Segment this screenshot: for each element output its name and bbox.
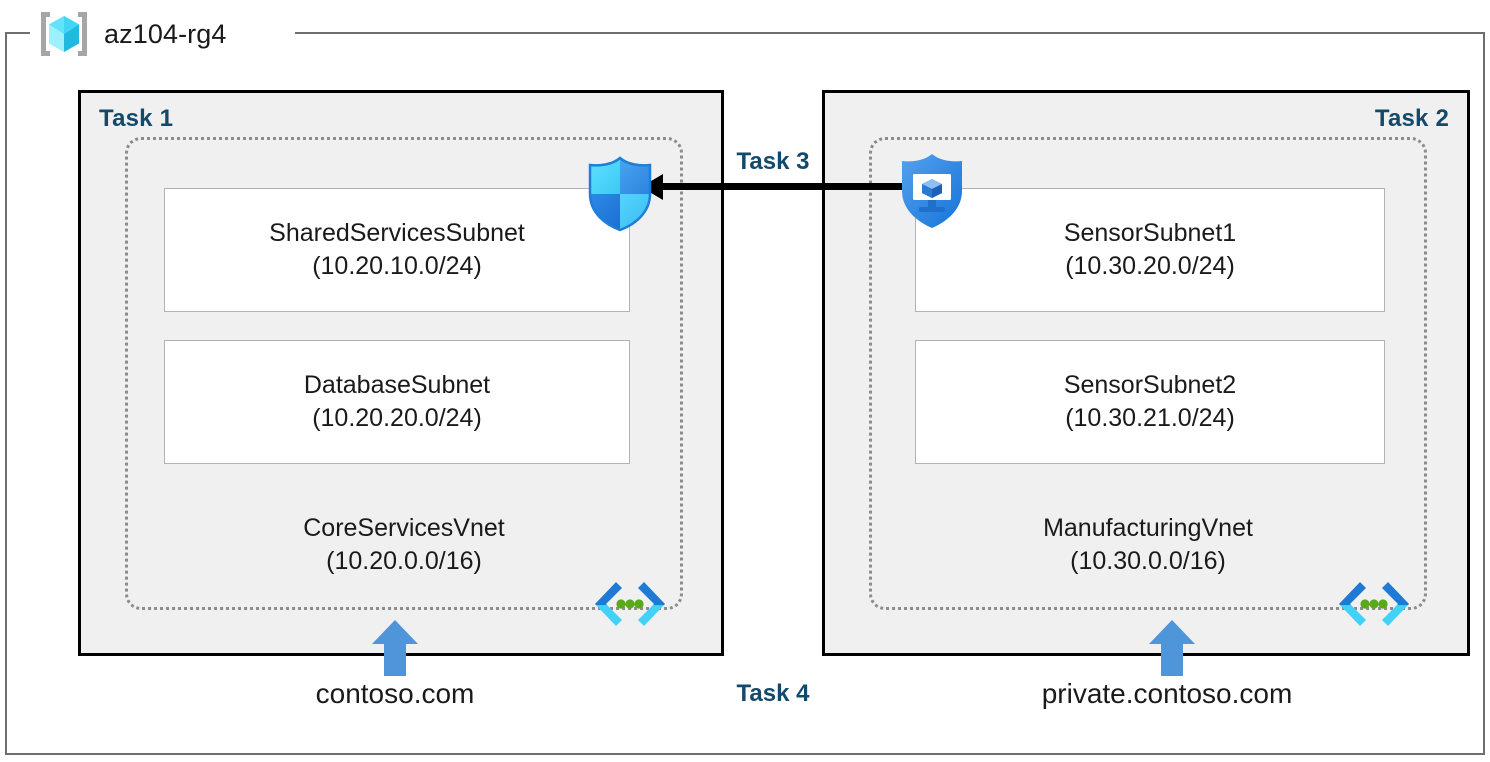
dns-zone-label-contoso: contoso.com xyxy=(315,678,475,709)
up-arrow-icon-left xyxy=(372,620,418,676)
vnet-name-left: CoreServicesVnet xyxy=(303,514,505,542)
vnet-cidr-right: (10.30.0.0/16) xyxy=(1070,547,1226,575)
subnet-cidr-database: (10.20.20.0/24) xyxy=(312,404,482,432)
subnet-name-sharedservices: SharedServicesSubnet xyxy=(269,219,525,247)
subnet-cidr-sensorsubnet1: (10.30.20.0/24) xyxy=(1065,252,1235,280)
subnet-name-database: DatabaseSubnet xyxy=(303,371,491,399)
vnet-caption-right: ManufacturingVnet (10.30.0.0/16) xyxy=(872,512,1424,578)
resource-group-boundary xyxy=(5,32,1485,755)
subnet-box-sensorsubnet2: SensorSubnet2 (10.30.21.0/24) xyxy=(915,340,1385,464)
task-4-label: Task 4 xyxy=(736,680,810,707)
virtual-network-icon-right xyxy=(1338,580,1410,628)
vnet-cidr-left: (10.20.0.0/16) xyxy=(326,547,482,575)
vnet-name-right: ManufacturingVnet xyxy=(1043,514,1253,542)
subnet-cidr-sensorsubnet2: (10.30.21.0/24) xyxy=(1065,404,1235,432)
subnet-box-sharedservices: SharedServicesSubnet (10.20.10.0/24) xyxy=(164,188,630,312)
azure-firewall-shield-icon xyxy=(585,156,655,232)
vnet-container-manufacturing: ManufacturingVnet (10.30.0.0/16) xyxy=(869,137,1427,610)
dns-zone-label-private-contoso: private.contoso.com xyxy=(1041,678,1293,709)
task-2-label: Task 2 xyxy=(1374,105,1449,132)
azure-bastion-shield-monitor-icon xyxy=(898,152,966,230)
subnet-box-database: DatabaseSubnet (10.20.20.0/24) xyxy=(164,340,630,464)
vnet-caption-left: CoreServicesVnet (10.20.0.0/16) xyxy=(128,512,680,578)
task-3-label: Task 3 xyxy=(724,146,822,180)
subnet-box-sensorsubnet1: SensorSubnet1 (10.30.20.0/24) xyxy=(915,188,1385,312)
resource-group-name: az104-rg4 xyxy=(104,18,227,49)
virtual-network-icon-left xyxy=(594,580,666,628)
subnet-name-sensorsubnet1: SensorSubnet1 xyxy=(1063,219,1237,247)
up-arrow-icon-right xyxy=(1149,620,1195,676)
resource-group-header: az104-rg4 xyxy=(36,6,226,62)
vnet-container-coreservices: CoreServicesVnet (10.20.0.0/16) xyxy=(125,137,683,610)
task-1-label: Task 1 xyxy=(99,105,174,132)
subnet-cidr-sharedservices: (10.20.10.0/24) xyxy=(312,252,482,280)
azure-resource-group-cube-icon xyxy=(36,9,92,59)
vnet-peering-connector-line xyxy=(655,183,912,190)
subnet-name-sensorsubnet2: SensorSubnet2 xyxy=(1063,371,1237,399)
